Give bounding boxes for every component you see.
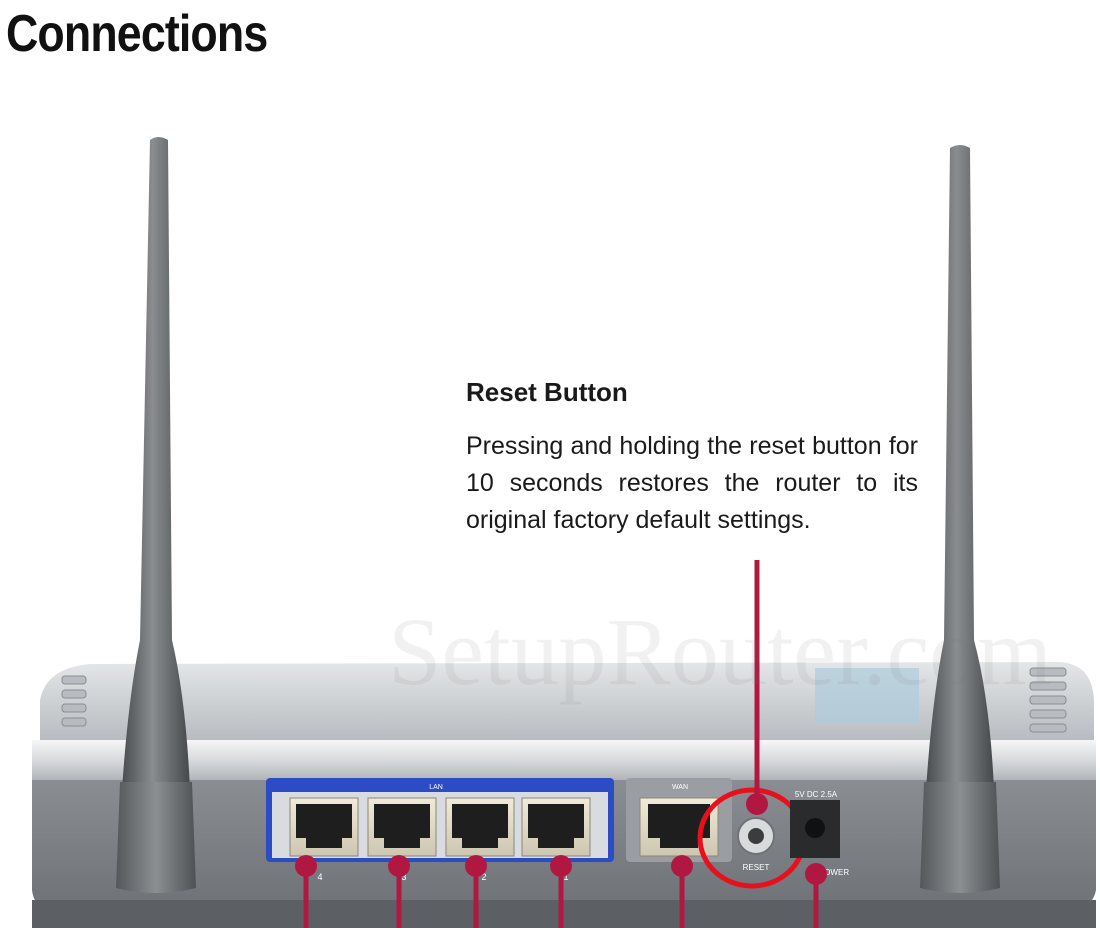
wan-port[interactable] xyxy=(639,797,719,857)
status-leds xyxy=(61,667,1067,733)
power-label: POWER xyxy=(819,868,849,877)
router-top-panel xyxy=(40,662,1094,740)
lan-port-number-2: 2 xyxy=(481,872,486,882)
callout-body: Pressing and holding the reset button fo… xyxy=(466,432,918,534)
watermark: SetupRouter.com xyxy=(388,598,1052,705)
lan-port-1[interactable] xyxy=(521,797,591,857)
lan-port-number-4: 4 xyxy=(317,872,322,882)
wan-label: WAN xyxy=(672,784,688,791)
lan-label: LAN xyxy=(429,784,443,791)
left-antenna xyxy=(116,137,196,893)
lan-port-4[interactable] xyxy=(289,797,359,857)
reset-button[interactable] xyxy=(737,817,775,855)
power-jack[interactable] xyxy=(790,800,840,858)
page-title: Connections xyxy=(6,5,268,63)
reset-label: RESET xyxy=(743,863,770,872)
callout-pointers xyxy=(303,560,819,928)
lan-port-number-1: 1 xyxy=(563,872,568,882)
callout-title: Reset Button xyxy=(466,377,628,407)
right-antenna xyxy=(920,145,1000,893)
router-silver-band xyxy=(32,740,1096,790)
pointer-dots xyxy=(295,793,827,885)
lan-port-number-3: 3 xyxy=(401,872,406,882)
lan-port-3[interactable] xyxy=(367,797,437,857)
power-spec-label: 5V DC 2.5A xyxy=(795,790,838,799)
lan-port-2[interactable] xyxy=(445,797,515,857)
